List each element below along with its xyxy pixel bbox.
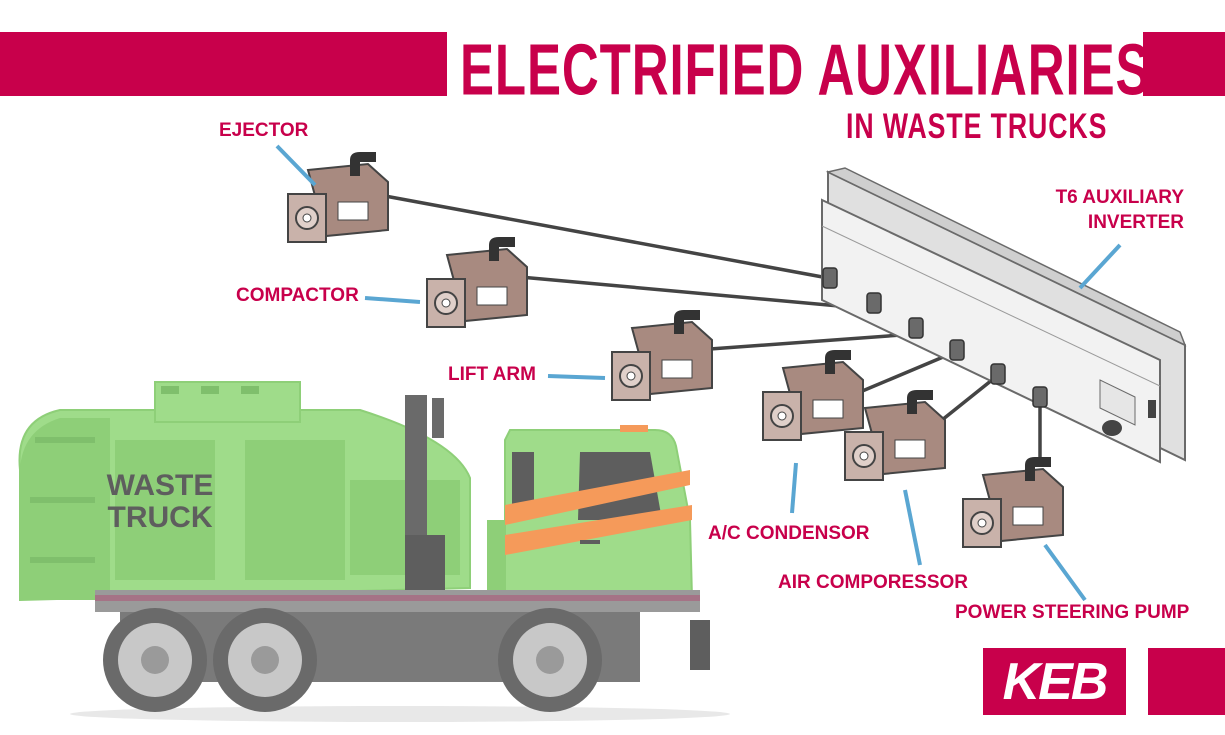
header-bar-left xyxy=(0,32,447,96)
label-inverter-line1: T6 AUXILIARY xyxy=(1055,187,1184,208)
motor-lift-arm xyxy=(611,310,713,401)
truck-text-line2: TRUCK xyxy=(108,501,213,534)
logo-text: KEB xyxy=(1002,653,1109,711)
page-subtitle: IN WASTE TRUCKS xyxy=(846,108,1108,147)
motor-compactor xyxy=(426,237,528,328)
label-power-steering: POWER STEERING PUMP xyxy=(955,602,1190,623)
label-inverter-line2: INVERTER xyxy=(1087,212,1184,233)
keb-logo: KEB xyxy=(983,648,1126,715)
label-ejector: EJECTOR xyxy=(219,120,309,141)
truck-text-line1: WASTE xyxy=(107,469,214,502)
header-bar-right xyxy=(1143,32,1225,96)
inverter-icon xyxy=(821,167,1187,464)
page-title: ELECTRIFIED AUXILIARIES xyxy=(460,29,1151,111)
label-ac-condensor: A/C CONDENSOR xyxy=(708,523,870,544)
motor-ejector xyxy=(287,152,389,243)
waste-truck-icon: WASTE TRUCK xyxy=(18,381,730,722)
footer-bar-right xyxy=(1148,648,1225,715)
label-air-compressor: AIR COMPORESSOR xyxy=(778,572,969,593)
label-lift-arm: LIFT ARM xyxy=(448,364,536,385)
motor-ac-condensor xyxy=(762,350,864,441)
label-compactor: COMPACTOR xyxy=(236,285,359,306)
motor-power-steering xyxy=(962,457,1064,548)
motor-air-compressor xyxy=(844,390,946,481)
leader-lines xyxy=(275,144,1122,602)
cables xyxy=(384,194,1042,465)
